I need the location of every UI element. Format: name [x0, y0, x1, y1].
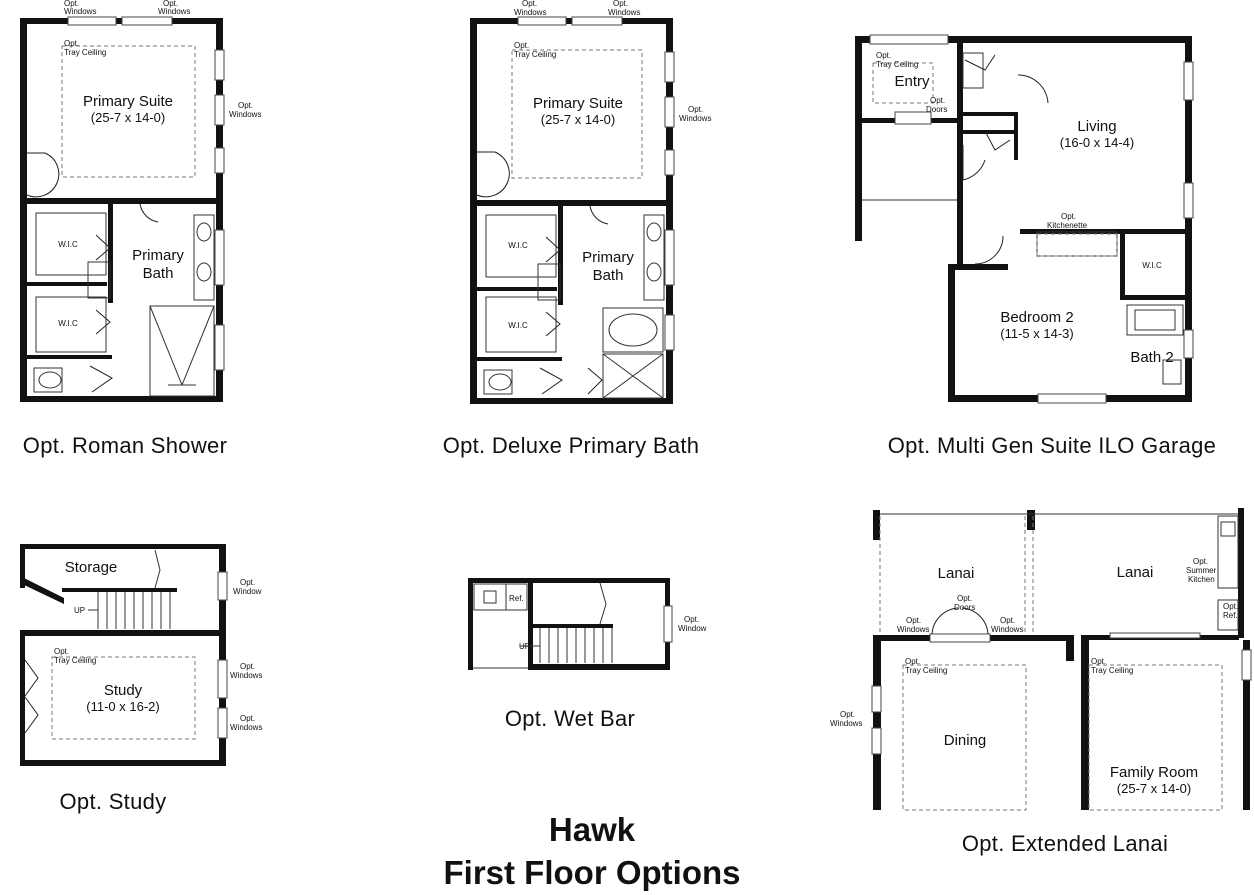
- up-label: UP: [519, 642, 530, 651]
- caption-deluxe-primary-bath: Opt. Deluxe Primary Bath: [443, 433, 700, 458]
- plan-wet-bar: Ref. UP Opt.Window Opt. Wet Bar: [468, 578, 707, 731]
- windows-top-label-2: Opt.Windows: [158, 0, 190, 16]
- living-dim: (16-0 x 14-4): [1060, 135, 1134, 150]
- lanai-label-2: Lanai: [1117, 564, 1154, 581]
- plan-multi-gen-suite: Opt.Tray Ceiling Entry Opt.Doors Living …: [855, 34, 1216, 458]
- wic-label-2: W.I.C: [58, 319, 78, 328]
- study-dim: (11-0 x 16-2): [86, 699, 159, 714]
- windows-label-2: Opt.Windows: [230, 714, 262, 732]
- kitchenette-label: Opt.Kitchenette: [1047, 212, 1088, 230]
- windows-top-label-2: Opt.Windows: [608, 0, 640, 17]
- family-room-name: Family Room: [1110, 764, 1198, 781]
- tray-ceiling-label: Opt.Tray Ceiling: [54, 647, 96, 665]
- tray-ceiling-label: Opt.Tray Ceiling: [514, 41, 556, 59]
- dining-label: Dining: [944, 732, 987, 749]
- bedroom-2-dim: (11-5 x 14-3): [1000, 326, 1073, 341]
- caption-roman-shower: Opt. Roman Shower: [23, 433, 227, 458]
- plan-deluxe-primary-bath: Opt.Windows Opt.Windows Opt.Tray Ceiling…: [443, 0, 712, 458]
- primary-suite-dim: (25-7 x 14-0): [91, 110, 165, 125]
- primary-suite-name: Primary Suite: [83, 93, 173, 110]
- living-name: Living: [1077, 118, 1116, 135]
- windows-top-label-1: Opt.Windows: [64, 0, 96, 16]
- windows-label-3: Opt.Windows: [830, 710, 862, 728]
- tray-ceiling-label: Opt.Tray Ceiling: [876, 51, 918, 69]
- entry-label: Entry: [894, 73, 930, 90]
- doors-label: Opt.Doors: [954, 594, 975, 612]
- primary-suite-name: Primary Suite: [533, 95, 623, 112]
- lanai-label-1: Lanai: [938, 565, 975, 582]
- primary-suite-dim: (25-7 x 14-0): [541, 112, 615, 127]
- title-line-1: Hawk: [549, 811, 636, 848]
- bath-2-name: Bath 2: [1130, 349, 1173, 366]
- doors-label: Opt.Doors: [926, 96, 947, 114]
- window-label: Opt.Window: [678, 615, 707, 633]
- windows-label-2: Opt.Windows: [991, 616, 1023, 634]
- ref-label: Ref.: [509, 594, 524, 603]
- ref-label: Opt.Ref.: [1223, 602, 1238, 620]
- plan-extended-lanai: Lanai Lanai Opt.Doors Opt.Windows Opt.Wi…: [830, 508, 1252, 856]
- caption-extended-lanai: Opt. Extended Lanai: [962, 831, 1168, 856]
- plan-study: Storage UP Opt.Window Opt.Tray Ceiling S…: [20, 544, 262, 814]
- tray-ceiling-label-1: Opt.Tray Ceiling: [905, 657, 947, 675]
- title-line-2: First Floor Options: [444, 854, 741, 891]
- wic-label-1: W.I.C: [58, 240, 78, 249]
- caption-wet-bar: Opt. Wet Bar: [505, 706, 635, 731]
- tray-ceiling-label: Opt.Tray Ceiling: [64, 39, 106, 57]
- family-room-dim: (25-7 x 14-0): [1117, 781, 1191, 796]
- windows-top-label-1: Opt.Windows: [514, 0, 546, 17]
- wic-label: W.I.C: [1142, 261, 1162, 270]
- caption-study: Opt. Study: [60, 789, 167, 814]
- plan-roman-shower: Opt.Windows Opt.Windows Opt.Tray Ceiling…: [20, 0, 261, 458]
- caption-multi-gen-suite: Opt. Multi Gen Suite ILO Garage: [888, 433, 1216, 458]
- tray-ceiling-label-2: Opt.Tray Ceiling: [1091, 657, 1133, 675]
- windows-side-label: Opt.Windows: [679, 105, 711, 123]
- study-name: Study: [104, 682, 143, 699]
- wic-label-1: W.I.C: [508, 241, 528, 250]
- storage-label: Storage: [65, 559, 118, 576]
- windows-label-1: Opt.Windows: [230, 662, 262, 680]
- window-label: Opt.Window: [233, 578, 262, 596]
- windows-label-1: Opt.Windows: [897, 616, 929, 634]
- bedroom-2-name: Bedroom 2: [1000, 309, 1073, 326]
- wic-label-2: W.I.C: [508, 321, 528, 330]
- up-label: UP: [74, 606, 85, 615]
- windows-side-label: Opt.Windows: [229, 101, 261, 119]
